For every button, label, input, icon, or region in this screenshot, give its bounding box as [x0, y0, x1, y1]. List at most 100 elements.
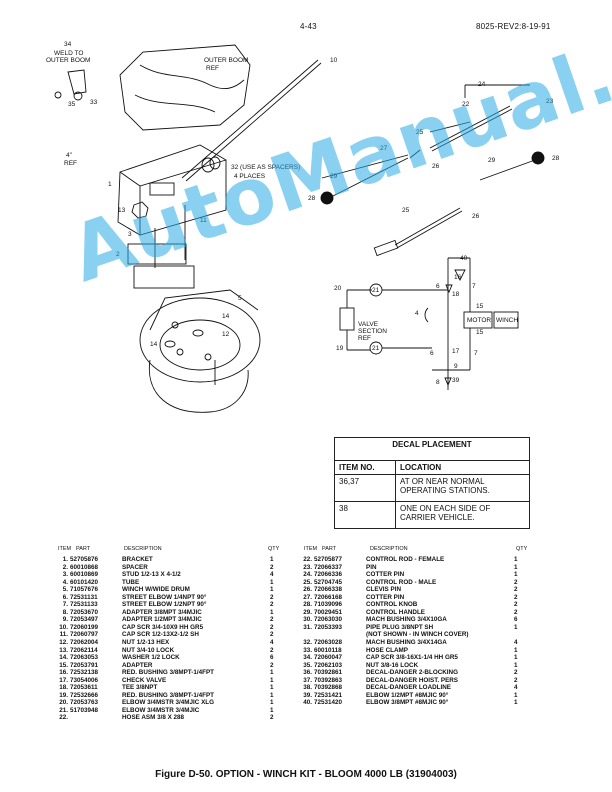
label-ref: REF	[64, 160, 77, 167]
part-item-number: 40.	[303, 699, 312, 707]
parts-header-qty-right: QTY	[516, 546, 528, 552]
bracket-1	[117, 144, 227, 236]
part-description: CAP SCR 1/2-13X2-1/2 SH	[122, 631, 199, 639]
decal-row: 36,37 AT OR NEAR NORMAL OPERATING STATIO…	[334, 474, 530, 502]
control-knob-28b	[531, 151, 545, 165]
parts-header-part-right: PART	[322, 546, 337, 552]
label-39: 39	[452, 377, 460, 384]
part-qty: 1	[514, 563, 518, 571]
label-motor: MOTOR	[467, 317, 491, 324]
parts-list-row: (NOT SHOWN - IN WINCH COVER)	[300, 631, 530, 639]
part-qty: 1	[514, 691, 518, 699]
part-description: STREET ELBOW 1/4NPT 90°	[122, 593, 207, 601]
label-22: 22	[462, 101, 470, 108]
part-qty: 2	[514, 578, 518, 586]
part-number: 72060199	[70, 623, 99, 631]
label-33: 33	[90, 99, 98, 106]
bracket-slot	[149, 182, 175, 196]
part-item-number: 22.	[303, 556, 312, 563]
part-qty: 2	[270, 616, 274, 624]
part-description: PIPE PLUG 3/8NPT SH	[366, 623, 434, 631]
part-description: CAP SCR 3/4-10X9 HH GR5	[122, 623, 204, 631]
label-9: 9	[454, 363, 458, 370]
part-qty: 2	[270, 623, 274, 631]
nut-13	[131, 201, 149, 219]
label-6b: 6	[430, 350, 434, 357]
decal-placement-table: DECAL PLACEMENT ITEM NO. LOCATION 36,37 …	[334, 437, 530, 529]
part-qty: 1	[270, 608, 274, 616]
part-description: TUBE	[122, 578, 140, 586]
figure-caption: Figure D-50. OPTION - WINCH KIT - BLOOM …	[155, 769, 457, 780]
part-item-number: 27.	[303, 593, 312, 601]
part-qty: 1	[270, 669, 274, 677]
label-17: 17	[452, 348, 460, 355]
part-description: CONTROL ROD - FEMALE	[366, 556, 445, 563]
part-description: DECAL-DANGER HOIST. PERS	[366, 676, 459, 684]
control-rod-female-22	[429, 105, 511, 149]
label-spacers-2: 4 PLACES	[234, 173, 266, 180]
part-number: 60010118	[314, 646, 342, 654]
part-qty: 2	[270, 714, 274, 722]
part-description: WINCH W/WIDE DRUM	[122, 586, 190, 594]
part-number: 72062103	[314, 661, 343, 669]
part-item-number: 6.	[62, 593, 68, 601]
label-4: 4	[415, 310, 419, 317]
label-26b: 26	[472, 213, 480, 220]
part-description: CHECK VALVE	[122, 676, 167, 684]
part-item-number: 36.	[303, 669, 312, 677]
part-description: TEE 3/8NPT	[122, 684, 158, 692]
part-number: 71057676	[70, 586, 99, 594]
part-description: DECAL-DANGER 2-BLOCKING	[366, 669, 459, 677]
part-qty: 1	[270, 684, 274, 692]
part-description: ADAPTER 1/2MPT 3/4MJIC	[122, 616, 202, 624]
part-number: 72063030	[314, 616, 343, 624]
part-qty: 6	[270, 654, 274, 662]
part-description: CAP SCR 3/8-16X1-1/4 HH GR5	[366, 654, 458, 662]
part-item-number: 19.	[59, 691, 68, 699]
label-29b: 29	[488, 157, 496, 164]
label-11: 11	[200, 217, 207, 224]
label-25a: 25	[416, 129, 424, 136]
part-qty: 2	[514, 601, 518, 609]
winch-drum-5	[139, 297, 261, 383]
label-1: 1	[108, 181, 112, 188]
part-number: 52705877	[314, 556, 343, 563]
cap-screw-10	[181, 59, 319, 179]
part-item-number: 12.	[59, 639, 68, 647]
part-description: ELBOW 3/8MPT #8MJIC 90°	[366, 699, 449, 707]
part-description: RED. BUSHING 3/8MPT-1/4FPT	[122, 669, 215, 677]
part-number: 52705876	[70, 556, 99, 563]
label-21a: 21	[372, 287, 380, 294]
part-description: STUD 1/2-13 X 4-1/2	[122, 571, 181, 579]
part-item-number: 28.	[303, 601, 312, 609]
label-16: 16	[454, 274, 462, 281]
part-number: 72053611	[70, 684, 98, 692]
part-qty: 2	[270, 563, 274, 571]
label-outer-boom: OUTER BOOM	[46, 57, 90, 64]
label-27: 27	[380, 145, 388, 152]
part-item-number: 2.	[62, 563, 68, 571]
part-qty: 2	[514, 586, 518, 594]
part-number: 72532138	[70, 669, 99, 677]
parts-header-qty-left: QTY	[268, 546, 280, 552]
parts-header-description-left: DESCRIPTION	[124, 546, 162, 552]
part-qty: 4	[270, 639, 274, 647]
outer-boom-contour-2	[134, 94, 216, 113]
part-qty: 1	[514, 661, 518, 669]
